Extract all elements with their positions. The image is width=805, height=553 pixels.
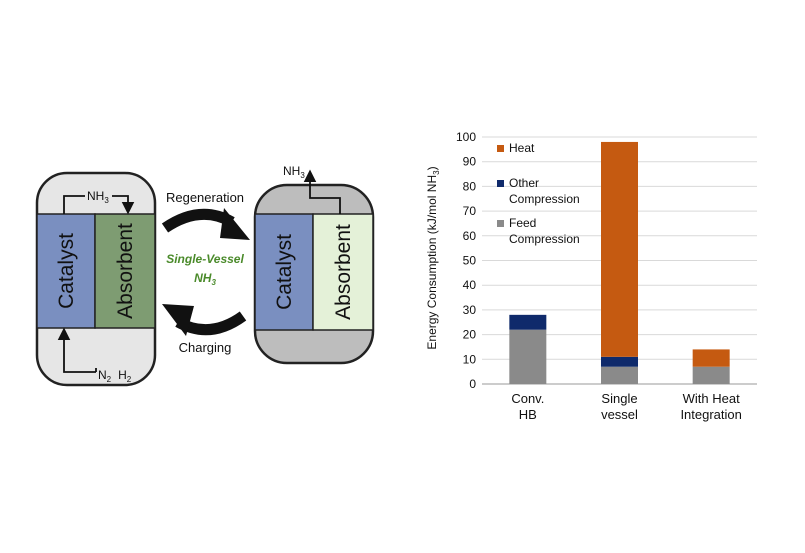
legend-label: Other [509,176,539,190]
bar-segment [509,314,547,330]
charging-label: Charging [179,340,232,355]
right-catalyst-block [254,213,314,331]
y-tick-label: 30 [463,303,477,317]
bar-segment [601,141,638,357]
y-tick-label: 70 [463,204,477,218]
y-tick-label: 10 [463,352,477,366]
legend-swatch [497,220,504,227]
y-tick-label: 50 [463,254,477,268]
y-tick-label: 20 [463,328,477,342]
x-tick-label: vessel [601,407,638,422]
left-catalyst-block [36,213,96,329]
left-top-gas-label: NH3 [87,189,109,205]
right-absorbent-label: Absorbent [332,224,355,320]
legend-label: Feed [509,216,536,230]
y-tick-label: 80 [463,179,477,193]
bar-segment [692,349,730,367]
bar-segment [509,329,547,384]
y-tick-label: 100 [456,130,476,144]
y-tick-label: 0 [469,377,476,391]
energy-chart: 0 10 20 30 40 50 60 70 80 90 100 Conv.HB Singlevess… [425,130,757,422]
right-outlet-label: NH3 [283,164,305,180]
right-outlet-arrow [303,169,341,214]
legend-label: Heat [509,141,535,155]
chart-bars [509,141,730,384]
bar-segment [601,356,638,367]
x-tick-label: Conv. [511,391,544,406]
regeneration-label: Regeneration [166,190,244,205]
legend-label: Compression [509,192,580,206]
center-label-line1: Single-Vessel [166,252,244,266]
regeneration-arrow-head [220,208,250,240]
chart-y-axis-label: Energy Consumption (kJ/mol NH3) [425,166,441,349]
left-feed-arrow [57,327,96,373]
center-label-line2: NH3 [194,271,216,287]
x-tick-label: Single [601,391,637,406]
legend-swatch [497,145,504,152]
left-recycle-line [63,195,85,214]
left-absorbent-label: Absorbent [114,223,137,319]
charging-arrow-head [162,304,194,336]
left-catalyst-label: Catalyst [55,233,78,309]
y-tick-label: 40 [463,278,477,292]
y-tick-label: 60 [463,229,477,243]
bar-segment [601,366,638,384]
left-recycle-arrow [112,195,135,215]
right-vessel: Catalyst Absorbent NH3 [253,164,375,365]
legend-label: Compression [509,232,580,246]
x-tick-label: HB [519,407,537,422]
right-catalyst-label: Catalyst [273,234,296,310]
legend-swatch [497,180,504,187]
cycle-arrows: Regeneration Single-Vessel NH3 Charging [161,190,250,355]
x-tick-label: Integration [680,407,741,422]
bar-segment [692,366,730,384]
y-tick-label: 90 [463,155,477,169]
x-tick-label: With Heat [683,391,740,406]
right-absorbent-block [312,213,374,331]
chart-y-ticks: 0 10 20 30 40 50 60 70 80 90 100 [456,130,476,391]
